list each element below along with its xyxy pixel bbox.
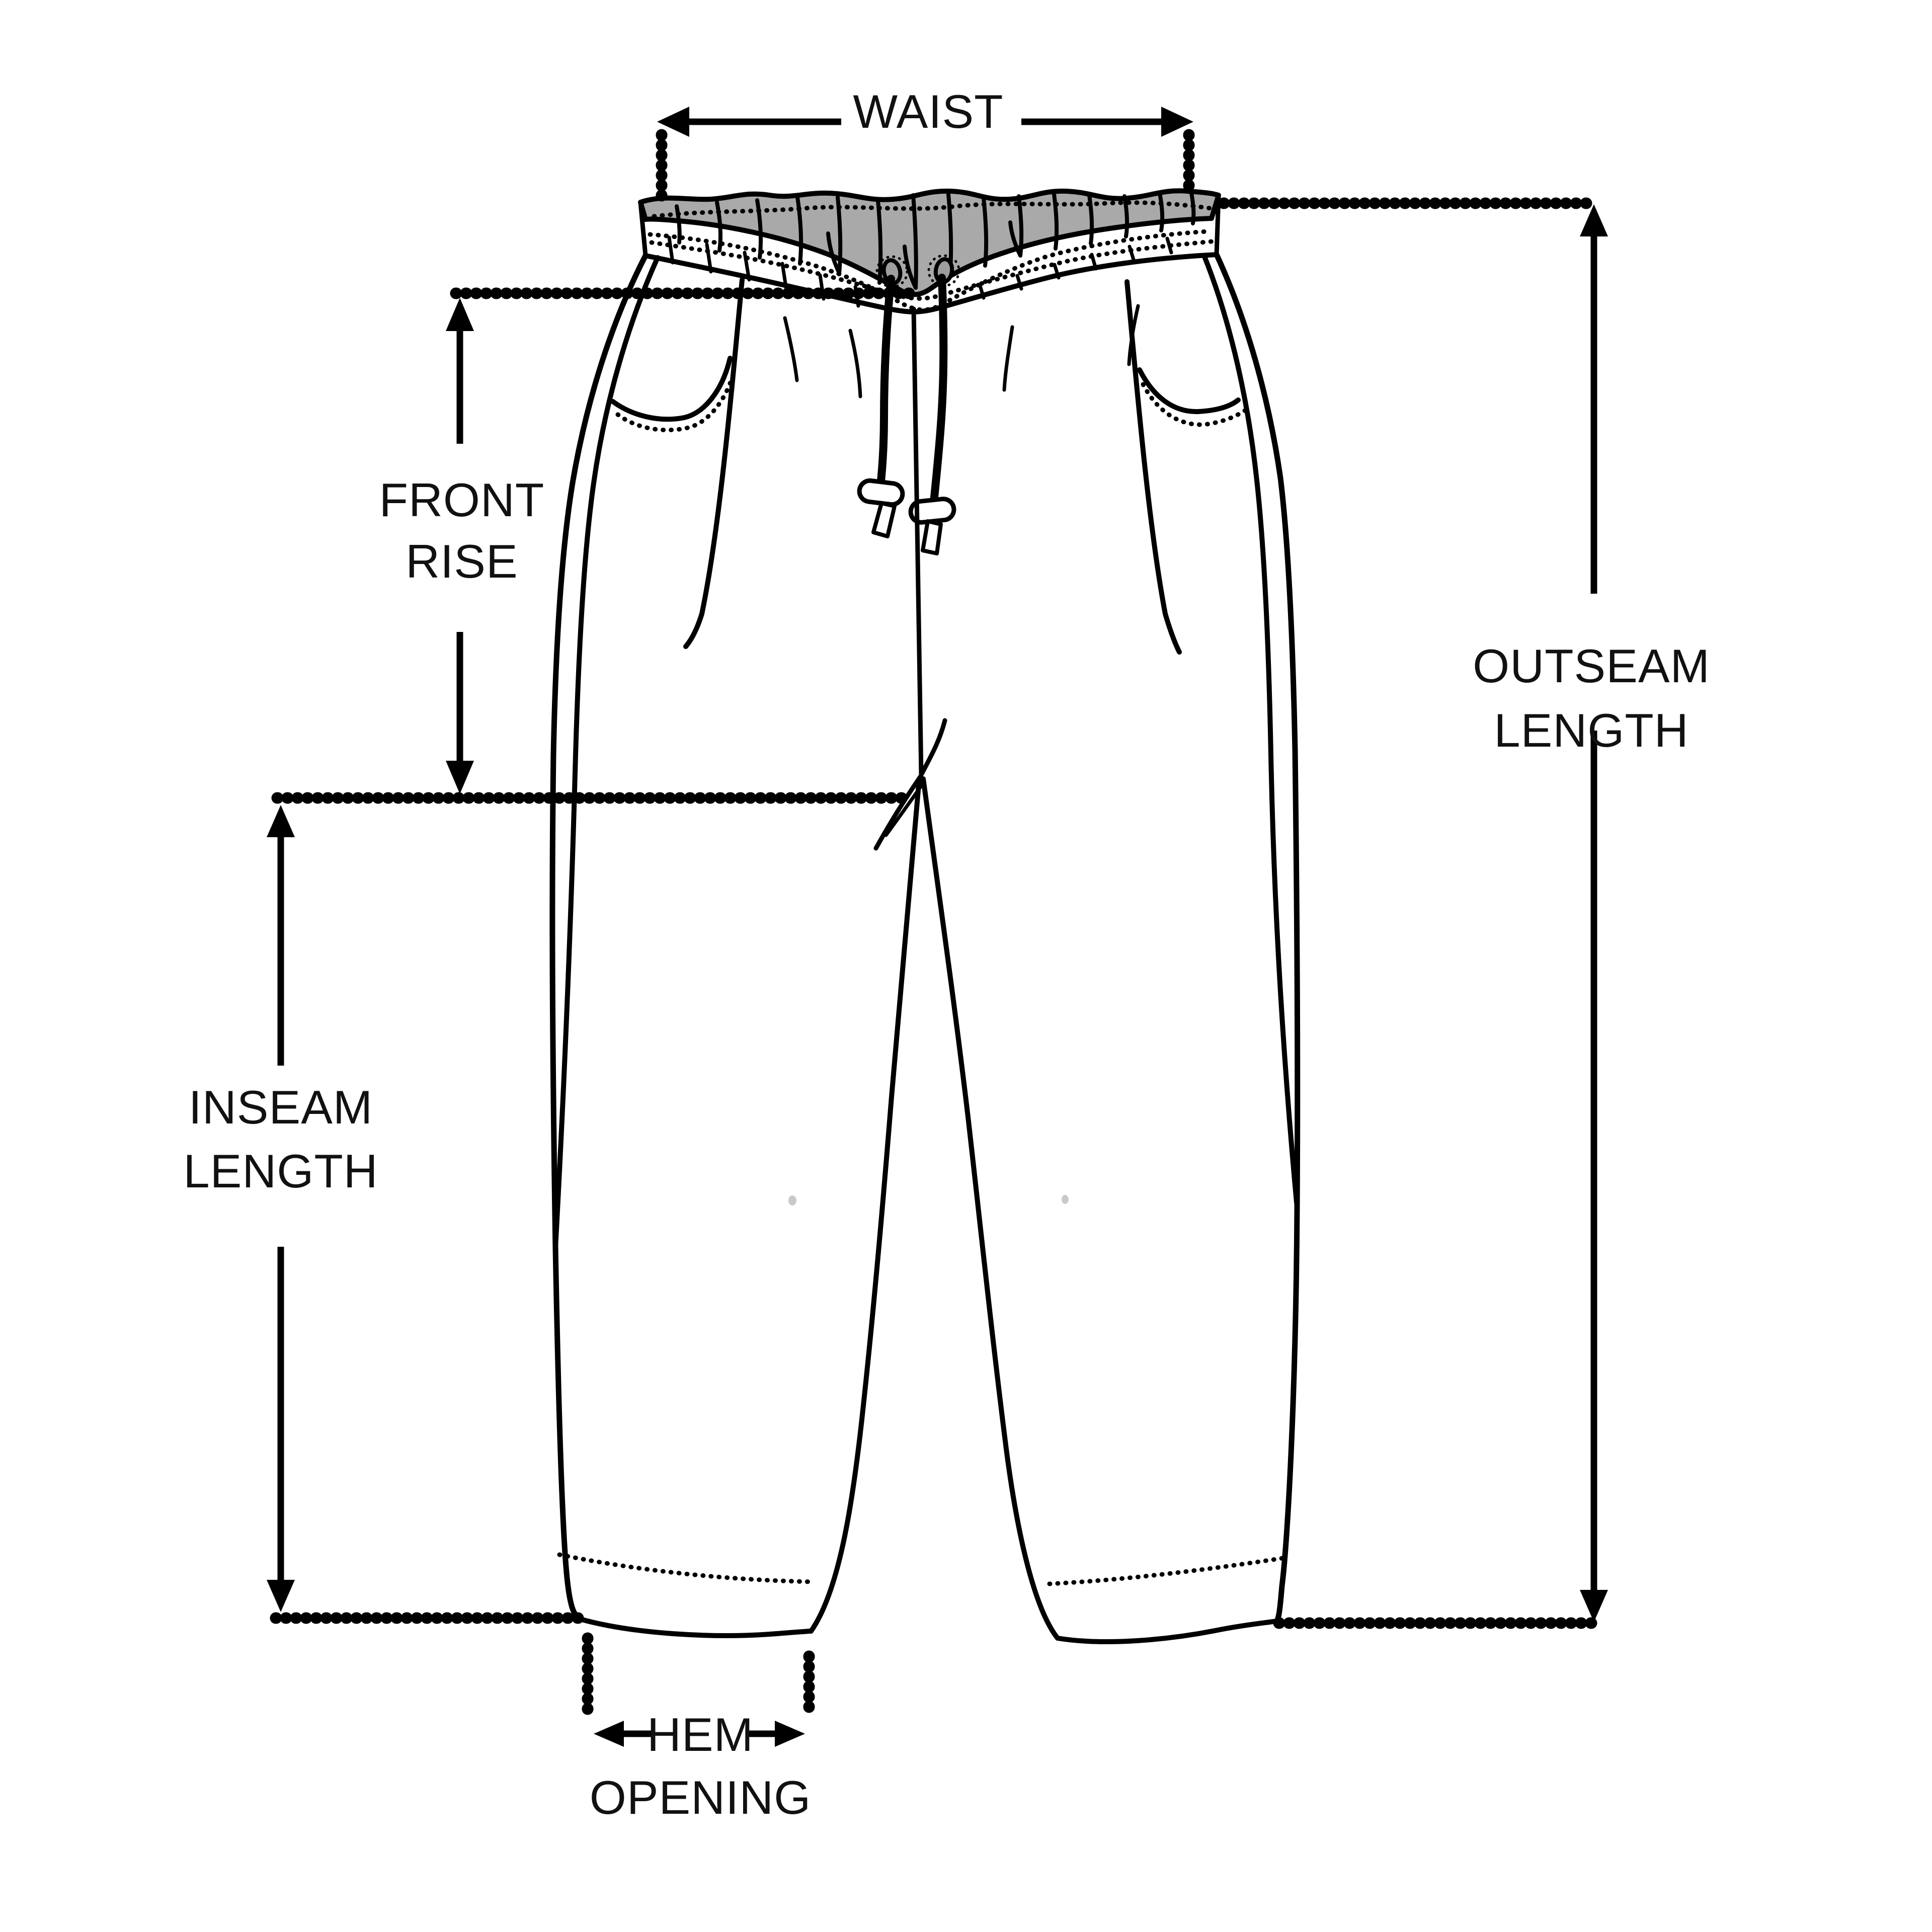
- wrinkle-stroke: [1008, 220, 1022, 258]
- hem-opening-label-line1: HEM: [647, 1708, 754, 1761]
- cord-right-highlight: [932, 276, 945, 504]
- wrinkle-stroke: [715, 200, 723, 253]
- left-hem-edge: [578, 1617, 814, 1638]
- knee-speck-left: [788, 1195, 796, 1205]
- front-rise-arrowhead-bottom: [446, 761, 474, 794]
- measurement-guides: [267, 107, 1608, 1747]
- wrinkle-stroke: [1052, 192, 1059, 251]
- right-pocket-stitch: [1141, 382, 1250, 427]
- waistband-gather-wrinkles: [675, 191, 1196, 290]
- pants-sketch: [549, 188, 1301, 1644]
- right-hem-edge: [1055, 1619, 1279, 1644]
- wrinkle-stroke: [780, 262, 788, 292]
- wrinkle-stroke: [978, 284, 986, 300]
- wrinkle-stroke: [675, 204, 682, 245]
- left-side-seam: [553, 255, 660, 1250]
- right-leg-inseam: [921, 776, 1060, 1641]
- front-rise-label-line1: FRONT: [379, 473, 545, 526]
- left-leg-inseam: [809, 776, 922, 1634]
- waistband-band-wrinkles: [667, 235, 1173, 398]
- inseam-label-line2: LENGTH: [183, 1145, 378, 1197]
- left-cuff-stitch: [557, 1552, 816, 1584]
- wrinkle-stroke: [795, 195, 803, 266]
- wrinkle-stroke: [1053, 263, 1061, 280]
- wrinkle-stroke: [705, 243, 713, 274]
- center-front-seam: [911, 306, 924, 777]
- wrinkle-stroke: [783, 316, 799, 382]
- front-rise-label-line2: RISE: [406, 535, 518, 588]
- right-side-seam: [1202, 254, 1300, 1210]
- right-pocket-opening: [1137, 367, 1241, 415]
- right-cuff-stitch: [1047, 1555, 1289, 1586]
- left-pocket-stitch: [615, 371, 736, 433]
- outseam-label-line2: LENGTH: [1494, 704, 1688, 757]
- wrinkle-stroke: [826, 231, 841, 275]
- wrinkle-stroke: [876, 198, 883, 285]
- wrinkle-stroke: [836, 195, 843, 275]
- wrinkle-stroke: [982, 196, 989, 268]
- waistband-left-edge: [638, 200, 648, 258]
- wrinkle-stroke: [1087, 193, 1094, 246]
- wrinkle-stroke: [1165, 236, 1173, 255]
- wrinkle-stroke: [1015, 274, 1023, 291]
- right-leg-outer-edge: [1214, 252, 1301, 1624]
- wrinkle-stroke: [1128, 245, 1136, 262]
- hem-opening-label-line2: OPENING: [590, 1771, 812, 1824]
- wrinkle-stroke: [755, 198, 763, 260]
- wrinkle-stroke: [903, 245, 918, 290]
- wrinkle-stroke: [1122, 194, 1130, 238]
- hem-arrowhead-left: [594, 1721, 624, 1747]
- outseam-arrow: [1580, 204, 1608, 1622]
- wrinkle-stroke: [743, 251, 751, 282]
- outseam-label-line1: OUTSEAM: [1473, 639, 1710, 692]
- wrinkle-stroke: [1158, 191, 1165, 232]
- wrinkle-stroke: [1090, 253, 1098, 271]
- inseam-arrowhead-bottom: [267, 1580, 295, 1612]
- front-rise-arrowhead-top: [446, 298, 474, 331]
- waist-arrowhead-right: [1161, 107, 1193, 137]
- measurement-labels: WAIST FRONT RISE OUTSEAM LENGTH INSEAM L…: [183, 85, 1710, 1824]
- cord-right-tail: [921, 519, 943, 555]
- hem-opening-arrows: [594, 1721, 805, 1747]
- outseam-arrowhead-top: [1580, 204, 1608, 236]
- wrinkle-stroke: [667, 235, 675, 265]
- wrinkle-stroke: [1017, 194, 1024, 258]
- left-pocket-opening: [610, 356, 733, 422]
- hem-arrowhead-right: [775, 1721, 805, 1747]
- wrinkle-stroke: [848, 329, 862, 398]
- left-pocket-panel-seam: [683, 277, 745, 649]
- right-pocket-panel-seam: [1124, 279, 1182, 655]
- waist-arrowhead-left: [657, 107, 689, 137]
- waistband-inside-fill: [638, 188, 1221, 297]
- waist-arrow: [657, 107, 1193, 137]
- crotch-fly-curve: [873, 774, 923, 851]
- left-leg-outer-edge: [549, 253, 649, 1622]
- wrinkle-stroke: [1002, 325, 1014, 392]
- cord-left-tail: [871, 501, 897, 538]
- front-rise-arrow: [446, 298, 474, 794]
- waistband-stitch-top: [652, 200, 1213, 219]
- crotch-wrinkle-right: [919, 718, 947, 777]
- wrinkle-stroke: [911, 193, 918, 290]
- inseam-arrow: [267, 805, 295, 1612]
- waist-label: WAIST: [853, 85, 1003, 138]
- waistband-stitch-middle: [648, 229, 1210, 312]
- outseam-arrowhead-bottom: [1580, 1590, 1608, 1622]
- inseam-arrowhead-top: [267, 805, 295, 837]
- wrinkle-stroke: [1189, 191, 1196, 225]
- drawstring-cords: [857, 274, 956, 555]
- cord-left-highlight: [878, 277, 893, 493]
- knee-speck-right: [1062, 1195, 1069, 1204]
- inseam-label-line1: INSEAM: [189, 1081, 373, 1134]
